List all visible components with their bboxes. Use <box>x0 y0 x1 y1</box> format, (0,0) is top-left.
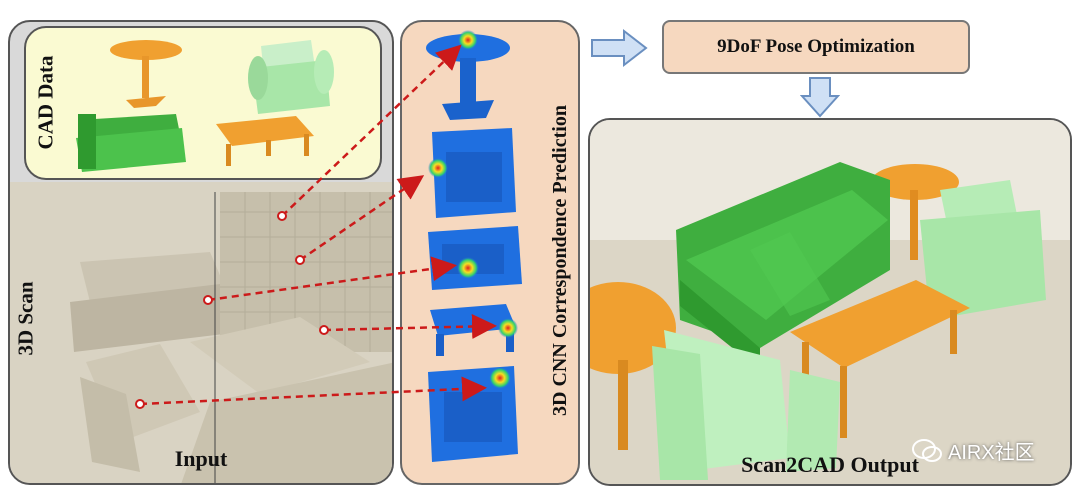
scan-label: 3D Scan <box>13 280 38 356</box>
output-round-table-back <box>871 164 959 260</box>
output-armchair-right <box>920 180 1046 320</box>
voxel-sofa <box>428 226 522 290</box>
cad-data-box <box>24 26 382 180</box>
cad-sofa <box>76 114 186 172</box>
cad-armchair <box>248 40 334 114</box>
watermark-text: AIRX社区 <box>948 442 1035 464</box>
output-caption: Scan2CAD Output <box>741 452 919 477</box>
pose-optimization-box: 9DoF Pose Optimization <box>662 20 970 74</box>
output-scene <box>590 120 1070 484</box>
wechat-icon <box>912 438 942 462</box>
voxel-coffee-table <box>430 304 518 356</box>
cad-data-label: CAD Data <box>33 55 58 149</box>
cad-round-table <box>110 40 182 108</box>
watermark: AIRX社区 <box>912 436 1035 465</box>
flow-arrow-right-icon <box>591 28 648 68</box>
cad-models <box>76 40 334 172</box>
output-panel <box>588 118 1072 486</box>
input-caption: Input <box>174 446 228 471</box>
output-armchair-front <box>652 330 840 480</box>
flow-arrow-down-icon <box>800 77 840 118</box>
voxel-armchair-1 <box>428 128 516 218</box>
voxel-round-table <box>426 30 510 120</box>
output-coffee-table <box>790 280 970 438</box>
cad-coffee-table <box>216 116 314 166</box>
voxel-armchair-2 <box>428 366 518 462</box>
output-sofa <box>676 162 890 370</box>
cnn-label: 3D CNN Correspondence Prediction <box>548 104 571 416</box>
